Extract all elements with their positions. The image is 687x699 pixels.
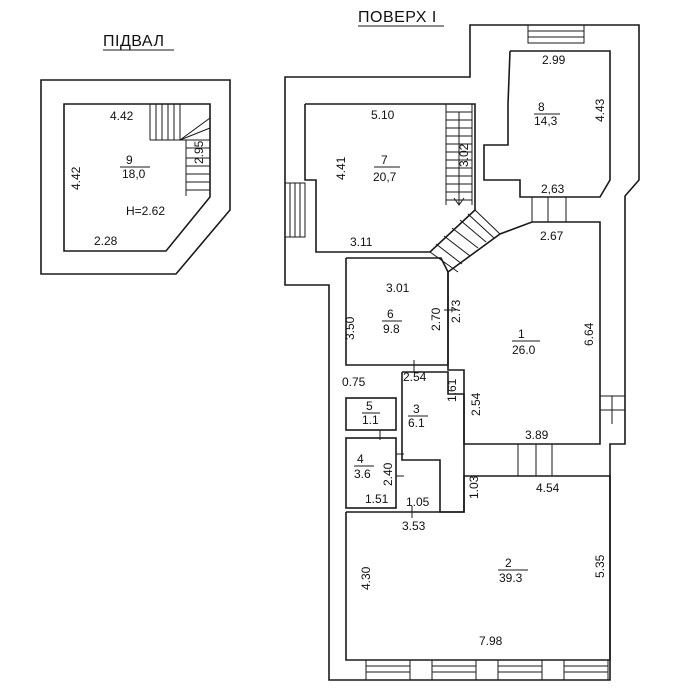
dim-2-99: 2.99 (542, 53, 566, 67)
basement-stairs (149, 104, 211, 196)
room-8-entrance (527, 24, 585, 44)
dim-2-54a: 2.54 (403, 370, 427, 384)
room-5-number: 5 (366, 399, 373, 413)
room-5-area: 1.1 (362, 413, 379, 427)
dim-7-98: 7.98 (479, 634, 503, 648)
room-6-walls (345, 257, 449, 366)
room-7-stairs (445, 104, 473, 206)
dim-2-54b: 2.54 (469, 392, 483, 416)
room-1-number: 1 (518, 327, 525, 341)
room-1-walls (447, 221, 601, 445)
bottom-windows (365, 659, 609, 681)
room-7-walls (304, 103, 476, 253)
room-3-number: 3 (413, 402, 420, 416)
basement-dim-left: 4.42 (69, 166, 83, 190)
room-2-number: 2 (505, 556, 512, 570)
dim-3-02: 3.02 (457, 143, 471, 167)
outer-wall (284, 24, 640, 681)
room-7-entrance (284, 182, 306, 238)
dim-3-53: 3.53 (402, 519, 426, 533)
room-8-area: 14,3 (534, 114, 558, 128)
dim-1-03: 1.03 (467, 475, 481, 499)
basement-outer-wall (40, 79, 231, 275)
room-labels: 8 14,3 7 20,7 6 9.8 1 26.0 3 6.1 5 1.1 4… (354, 100, 560, 585)
dim-3-50: 3.50 (343, 316, 357, 340)
dim-4-54: 4.54 (536, 481, 560, 495)
room-4-area: 3.6 (354, 467, 371, 481)
dim-3-11: 3.11 (350, 235, 373, 249)
dim-4-41: 4.41 (334, 156, 348, 180)
room-8-number: 8 (538, 100, 545, 114)
room-4-number: 4 (357, 452, 364, 466)
floor-plan-walls (284, 24, 640, 681)
basement-title: ПІДВАЛ (103, 33, 164, 50)
dim-2-73: 2.73 (449, 299, 463, 323)
dim-3-89: 3.89 (525, 428, 549, 442)
door-room-1-right (600, 395, 625, 424)
room-9-height: H=2.62 (126, 204, 165, 218)
dim-4-30: 4.30 (359, 566, 373, 590)
room-9-number: 9 (126, 153, 133, 167)
room-3-area: 6.1 (408, 416, 425, 430)
room-7-number: 7 (381, 153, 388, 167)
room-8-walls (483, 50, 611, 198)
floor-title: ПОВЕРХ І (358, 9, 437, 26)
dimension-labels: 2.99 4.43 2,63 2.67 5.10 4.41 3.02 3.11 … (334, 53, 607, 648)
room-9-area: 18,0 (122, 167, 146, 181)
room-6-area: 9.8 (383, 322, 400, 336)
dim-1-05: 1.05 (406, 495, 430, 509)
dim-6-64: 6.64 (582, 322, 596, 346)
dim-2-70: 2.70 (429, 307, 443, 331)
door-1-2 (517, 444, 553, 476)
room-5-walls (345, 397, 397, 431)
dim-4-43: 4.43 (593, 98, 607, 122)
room-6-number: 6 (387, 307, 394, 321)
dim-5-10: 5.10 (371, 108, 395, 122)
dim-2-40: 2.40 (381, 462, 395, 486)
door-8-1 (531, 197, 567, 222)
room-7-area: 20,7 (373, 170, 397, 184)
dim-5-35: 5.35 (593, 554, 607, 578)
basement-dim-bottom: 2.28 (94, 234, 118, 248)
dim-1-51: 1.51 (365, 492, 389, 506)
basement-dim-top: 4.42 (110, 109, 134, 123)
basement-dim-stair: 2.95 (192, 140, 206, 164)
dim-2-67: 2.67 (540, 229, 564, 243)
dim-0-75: 0.75 (342, 375, 366, 389)
dim-3-01: 3.01 (386, 281, 410, 295)
basement-plan: 4.42 4.42 2.28 2.95 9 18,0 H=2.62 (40, 79, 231, 275)
dim-2-63: 2,63 (541, 182, 565, 196)
basement-inner-wall (63, 103, 211, 252)
room-2-area: 39.3 (499, 571, 523, 585)
room-4-walls (345, 437, 397, 509)
dim-1-61: 1.61 (445, 378, 459, 402)
room-1-area: 26.0 (512, 343, 536, 357)
